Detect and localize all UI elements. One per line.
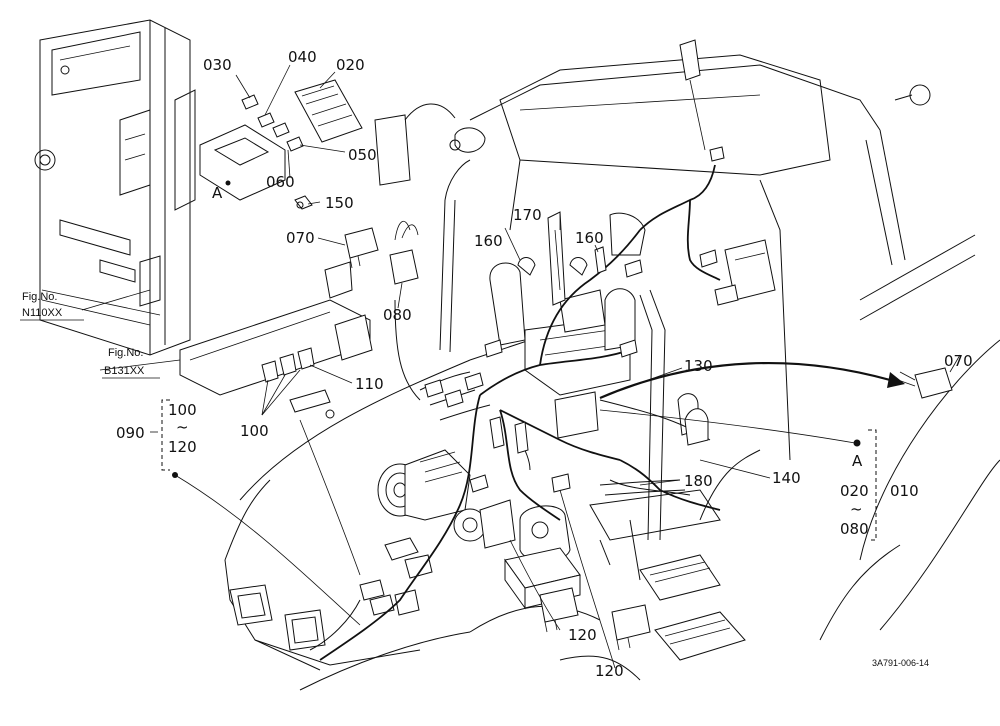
cab-frame [439, 39, 976, 541]
callout-100-group: 100 [168, 401, 197, 419]
callout-tilde-left: ~ [176, 418, 189, 436]
callout-170: 170 [513, 206, 542, 224]
callout-070-left: 070 [286, 229, 315, 247]
callout-180: 180 [684, 472, 713, 490]
battery [504, 547, 581, 610]
callout-160-a: 160 [474, 232, 503, 250]
hood [224, 329, 561, 671]
callout-010: 010 [890, 482, 919, 500]
callout-020-top: 020 [336, 56, 365, 74]
marker-a: A [212, 184, 223, 202]
callout-120-group: 120 [168, 438, 197, 456]
mirror-left [374, 103, 486, 186]
callout-080-group: 080 [840, 520, 869, 538]
callout-060: 060 [266, 173, 295, 191]
switch-bracket [199, 124, 286, 201]
leader-lines [81, 64, 961, 669]
harness-clips [517, 229, 607, 291]
callout-070-right: 070 [944, 352, 973, 370]
callout-110: 110 [355, 375, 384, 393]
relay-left [344, 227, 379, 269]
front-connectors [359, 537, 433, 616]
connector-080 [389, 220, 419, 285]
switch-parts [241, 94, 313, 210]
cab-base [589, 489, 721, 566]
ac-compressor [377, 449, 471, 521]
callout-040: 040 [288, 48, 317, 66]
callout-tilde-right: ~ [850, 500, 863, 518]
switch-plate [294, 79, 363, 143]
callout-050: 050 [348, 146, 377, 164]
bracket-right [868, 429, 877, 541]
fig-number-1: N110XX [22, 307, 63, 319]
cab-steps [629, 519, 746, 661]
drawing-code: 3A791-006-14 [872, 658, 929, 668]
callout-160-b: 160 [575, 229, 604, 247]
cab-relay-block [677, 239, 776, 436]
callout-020-group: 020 [840, 482, 869, 500]
alternator [453, 499, 516, 549]
callout-150: 150 [325, 194, 354, 212]
dashboard-area [489, 211, 646, 439]
relay-right [897, 367, 953, 399]
fig-label-1: Fig.No. [22, 291, 57, 303]
fig-label-2: Fig.No. [108, 347, 143, 359]
callout-120-mid: 120 [568, 626, 597, 644]
callout-090: 090 [116, 424, 145, 442]
bracket-left [161, 399, 170, 471]
fuse-bracket [179, 261, 373, 419]
callout-130: 130 [684, 357, 713, 375]
callout-120-bottom: 120 [595, 662, 624, 680]
front-lights [229, 584, 326, 651]
callout-030: 030 [203, 56, 232, 74]
rear-harness [599, 408, 709, 496]
callout-080: 080 [383, 306, 412, 324]
marker-a-group: A [852, 452, 863, 470]
callout-100-bottom: 100 [240, 422, 269, 440]
callout-140: 140 [772, 469, 801, 487]
cab-side-panel [34, 19, 196, 356]
fig-number-2: B131XX [104, 365, 145, 377]
